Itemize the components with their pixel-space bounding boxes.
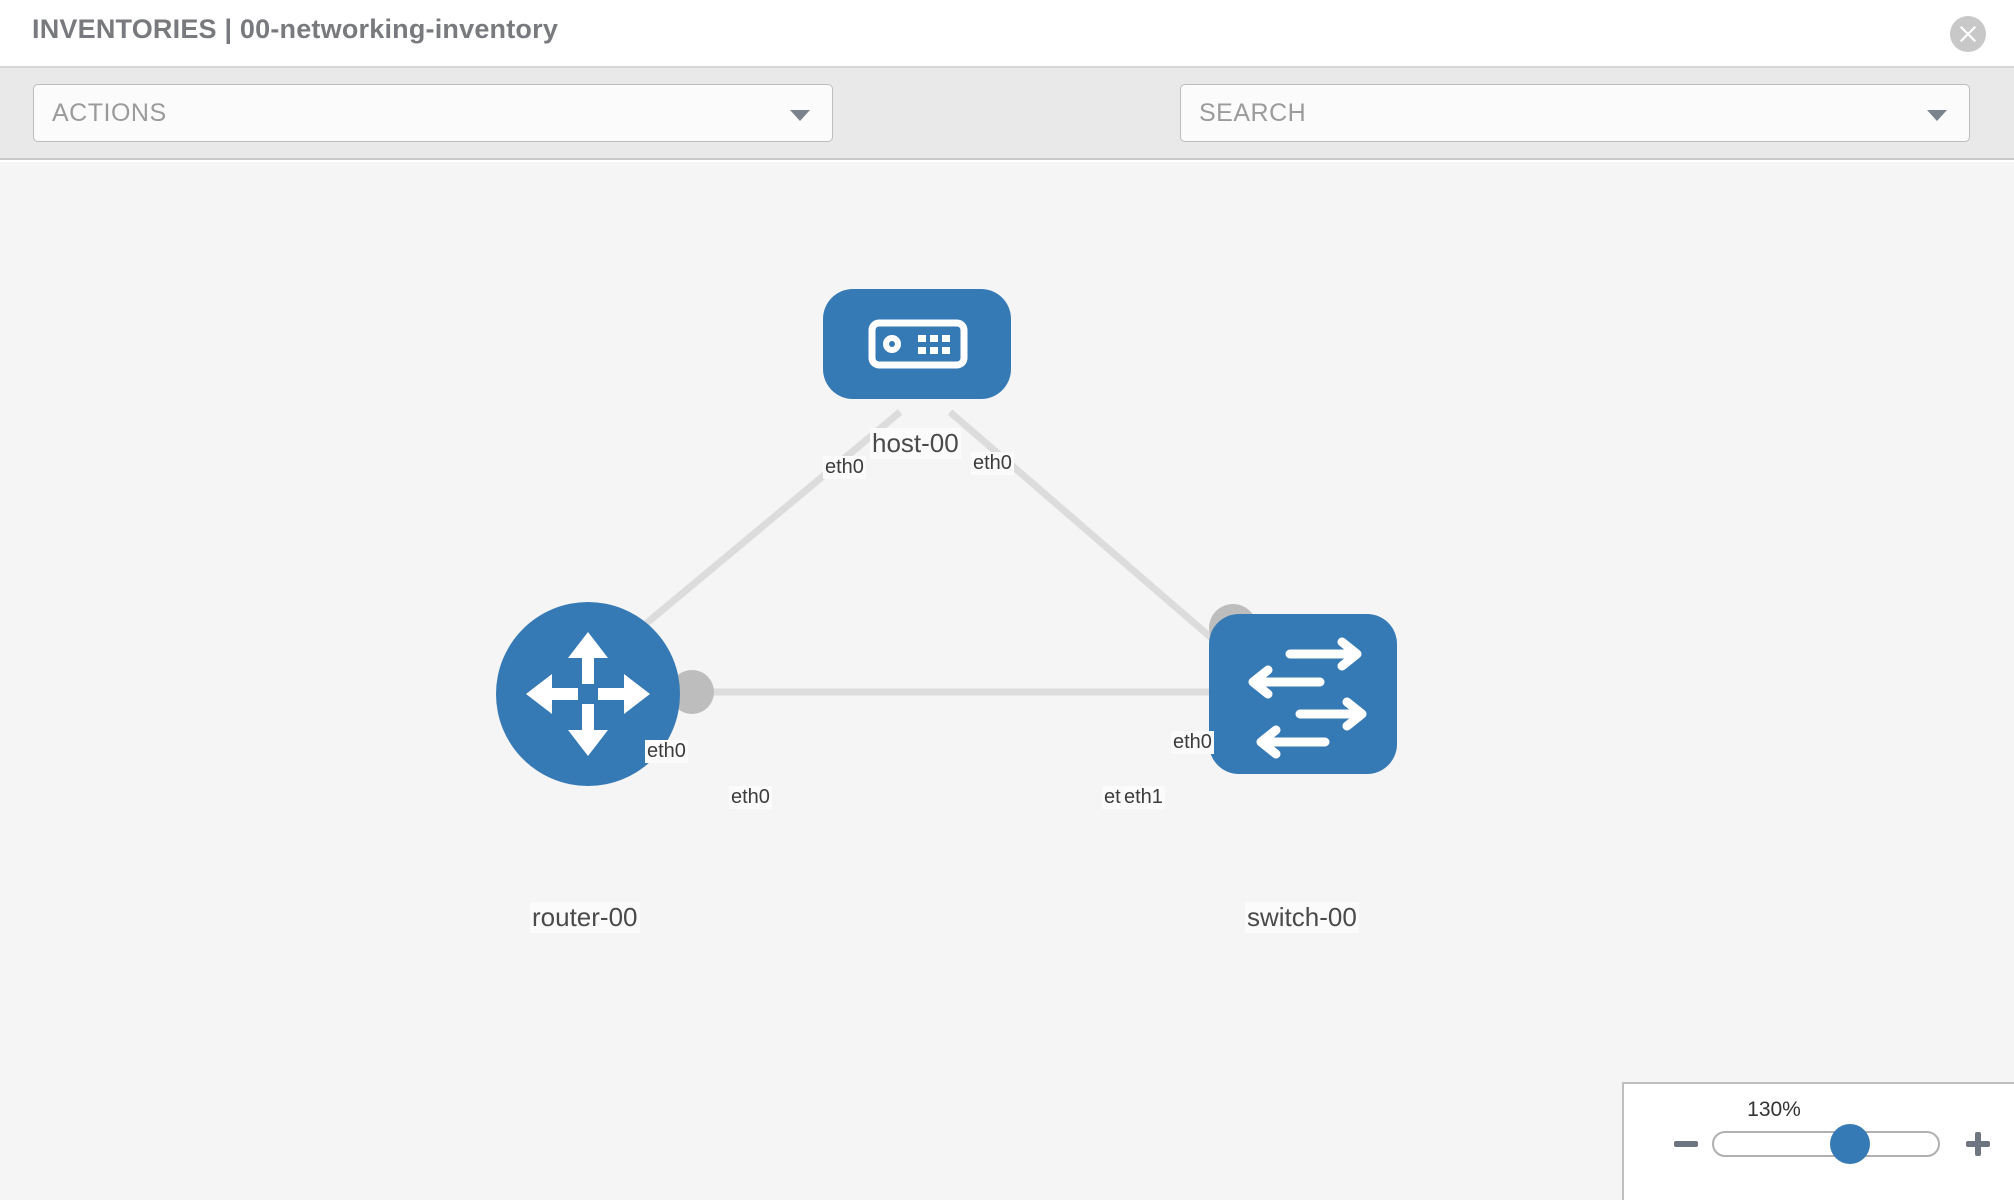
search-placeholder: SEARCH [1199, 99, 1307, 127]
chevron-down-icon[interactable] [1927, 110, 1947, 121]
edge-label-switch-eth0: etl [1102, 786, 1128, 809]
topology-canvas[interactable]: host-00 router-00 switch-00 eth0 eth0 et… [0, 162, 2014, 1200]
actions-dropdown[interactable]: ACTIONS [33, 84, 833, 142]
node-host-00[interactable] [823, 289, 1011, 399]
page-title: INVENTORIES | 00-networking-inventory [32, 14, 559, 44]
topology-graph [496, 289, 1397, 786]
edge-host-switch[interactable] [947, 409, 1248, 670]
actions-dropdown-label: ACTIONS [52, 99, 167, 127]
node-router-00[interactable] [496, 602, 680, 786]
edge-label-host-eth0-left: eth0 [823, 456, 866, 479]
zoom-in-button[interactable] [1964, 1130, 1992, 1163]
edge-label-switch-eth1: eth1 [1122, 786, 1165, 809]
edge-router-host[interactable] [597, 409, 903, 665]
zoom-slider-thumb[interactable] [1830, 1124, 1870, 1164]
zoom-slider-track[interactable] [1712, 1131, 1940, 1157]
node-label-switch-00: switch-00 [1245, 902, 1359, 933]
toolbar: ACTIONS SEARCH [0, 68, 2014, 193]
zoom-percent-label: 130% [1747, 1098, 1801, 1121]
edge-label-router-host-eth0: eth0 [645, 740, 688, 763]
edge-label-host-eth0-right: eth0 [971, 452, 1014, 475]
stub-router-eth0[interactable] [670, 670, 714, 714]
node-label-router-00: router-00 [530, 902, 640, 933]
zoom-out-button[interactable] [1672, 1130, 1700, 1163]
close-icon[interactable] [1950, 16, 1986, 52]
chevron-down-icon [790, 110, 810, 121]
edge-label-switch-host-eth0: eth0 [1171, 731, 1214, 754]
node-label-host-00: host-00 [870, 428, 961, 459]
search-input[interactable]: SEARCH [1180, 84, 1970, 142]
page-header: INVENTORIES | 00-networking-inventory [0, 0, 2014, 68]
zoom-control-panel: 130% [1622, 1082, 2014, 1200]
node-switch-00[interactable] [1209, 614, 1397, 774]
edge-label-router-eth0: eth0 [729, 786, 772, 809]
